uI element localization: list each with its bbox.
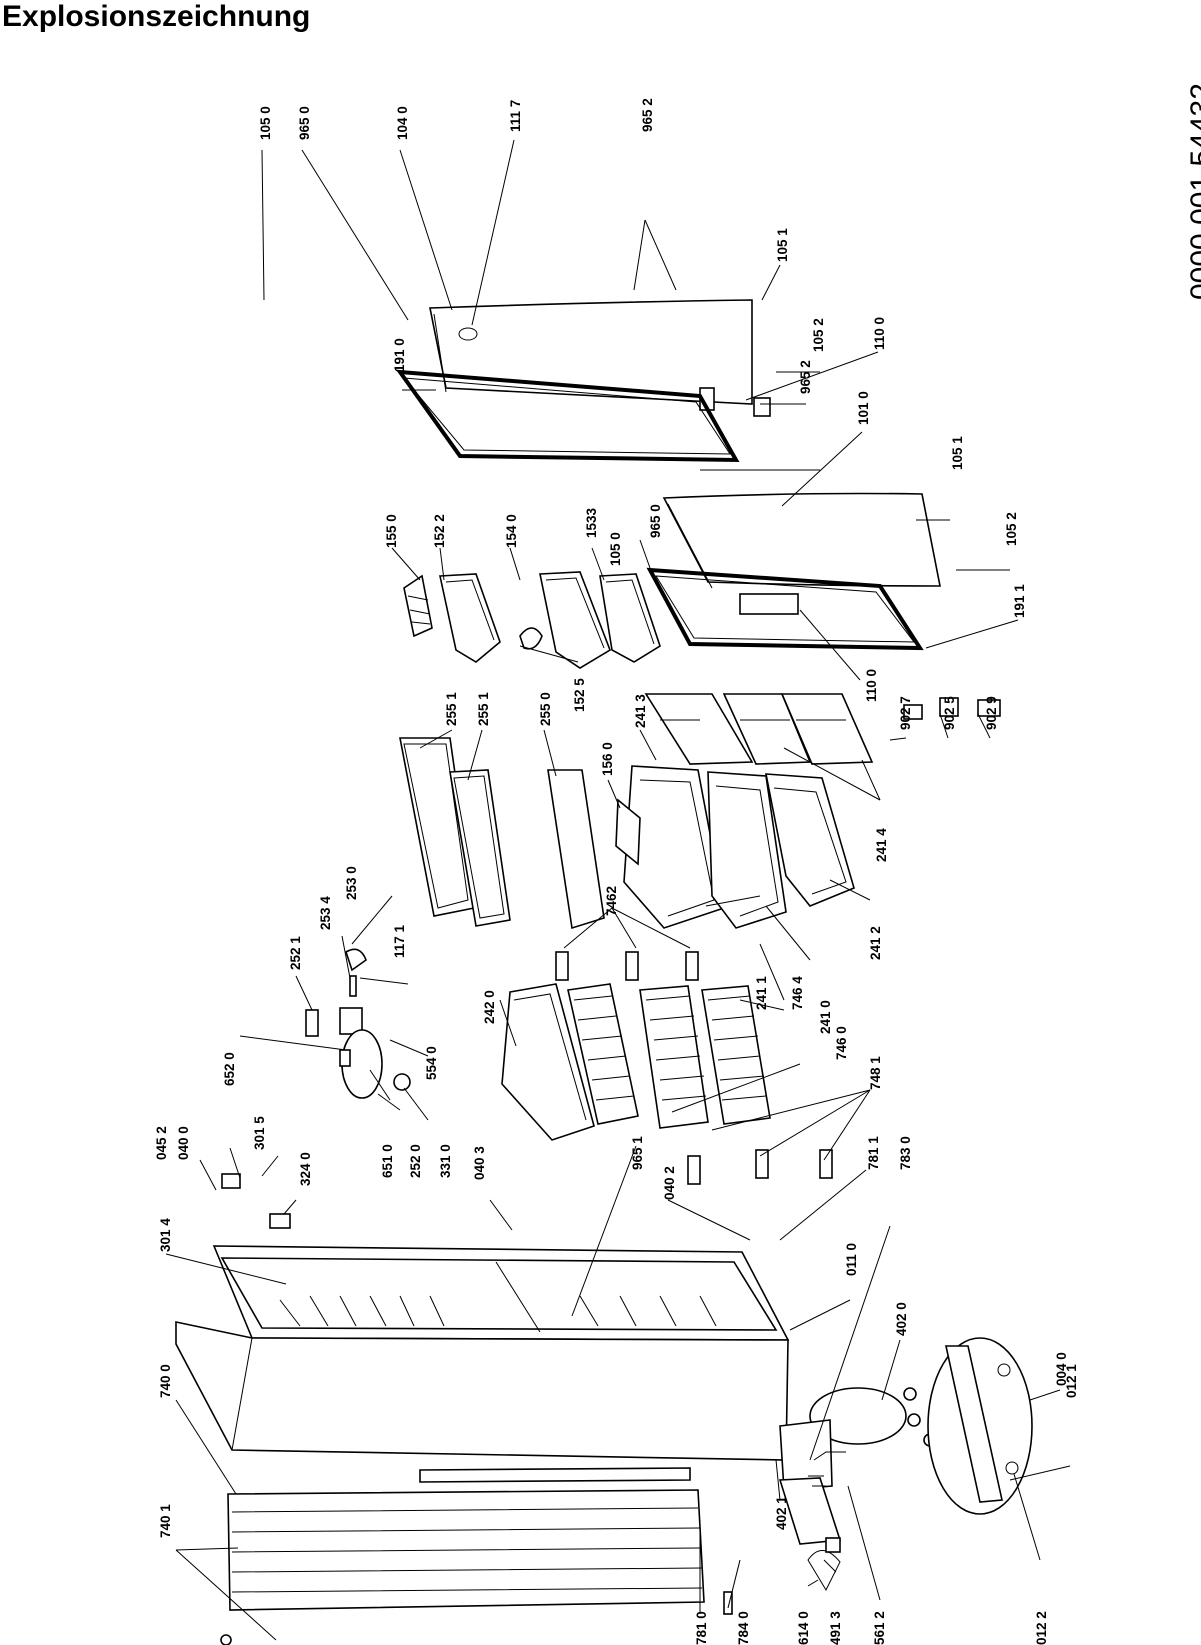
- part-label: 746 4: [790, 976, 805, 1010]
- door-bins: [403, 571, 661, 669]
- part-label: 241 4: [874, 828, 889, 862]
- part-label: 004 0: [1054, 1352, 1069, 1386]
- part-label: 012 1: [1064, 1364, 1079, 1398]
- part-label: 651 0: [380, 1144, 395, 1178]
- part-label: 902 9: [984, 696, 999, 730]
- part-label: 152 2: [432, 514, 447, 548]
- wire-baskets: [555, 951, 833, 1185]
- part-label: 110 0: [872, 317, 887, 350]
- part-label: 105 2: [811, 318, 826, 352]
- lower-door-gasket: [646, 567, 924, 651]
- part-label: 105 1: [775, 228, 790, 262]
- part-label: 652 0: [222, 1052, 237, 1086]
- part-label: 040 0: [176, 1126, 191, 1160]
- part-label: 255 0: [538, 692, 553, 726]
- upper-door: [429, 299, 771, 417]
- part-label: 902 7: [898, 696, 913, 730]
- upper-door-gasket: [395, 369, 740, 463]
- part-label: 902 5: [942, 696, 957, 730]
- part-label: 191 0: [392, 338, 407, 372]
- part-label: 155 0: [384, 514, 399, 548]
- leader-lines: [165, 139, 1071, 1641]
- part-label: 965 1: [630, 1136, 645, 1170]
- part-label: 740 0: [158, 1364, 173, 1398]
- part-label: 012 2: [1034, 1611, 1049, 1645]
- part-label: 152 5: [572, 678, 587, 712]
- drawer-covers: [644, 693, 874, 765]
- page-title: Explosionszeichnung: [2, 0, 311, 33]
- part-label: 191 1: [1012, 584, 1027, 618]
- part-label: 253 0: [344, 866, 359, 900]
- part-label: 554 0: [424, 1046, 439, 1080]
- part-label: 241 1: [754, 976, 769, 1010]
- part-label: 111 7: [508, 100, 523, 132]
- part-label: 965 0: [648, 504, 663, 538]
- part-label: 101 0: [856, 391, 871, 425]
- lower-door: [662, 492, 941, 615]
- small-parts: [220, 697, 1001, 1645]
- part-label: 252 0: [408, 1144, 423, 1178]
- part-label: 252 1: [288, 936, 303, 970]
- condenser: [227, 1467, 705, 1611]
- part-label: 241 2: [868, 926, 883, 960]
- part-label: 241 3: [633, 694, 648, 728]
- part-label: 241 0: [818, 1000, 833, 1034]
- part-label: 965 2: [798, 360, 813, 394]
- part-labels: 105 0 965 0 104 0 111 7 965 2 105 1 105 …: [154, 98, 1079, 1645]
- part-label: 301 4: [158, 1218, 173, 1252]
- part-label: 324 0: [298, 1152, 313, 1186]
- part-label: 331 0: [438, 1144, 453, 1178]
- control-assembly: [221, 948, 411, 1229]
- part-label: 104 0: [395, 106, 410, 140]
- part-label: 561 2: [872, 1611, 887, 1645]
- part-label: 011 0: [844, 1243, 859, 1276]
- part-label: 7462: [604, 886, 619, 916]
- part-label: 105 2: [1004, 512, 1019, 546]
- part-label: 491 3: [828, 1611, 843, 1645]
- compressor: [778, 1387, 937, 1545]
- part-label: 045 2: [154, 1126, 169, 1160]
- part-label: 748 1: [868, 1056, 883, 1090]
- part-label: 040 2: [662, 1166, 677, 1200]
- part-label: 105 1: [950, 436, 965, 470]
- part-label: 746 0: [834, 1026, 849, 1060]
- part-label: 965 2: [640, 98, 655, 132]
- part-label: 154 0: [504, 514, 519, 548]
- part-label: 783 0: [898, 1136, 913, 1170]
- part-label: 1533: [584, 507, 599, 538]
- glass-shelves: [399, 737, 605, 930]
- freezer-drawers: [615, 765, 855, 929]
- part-label: 614 0: [796, 1611, 811, 1645]
- part-label: 117 1: [392, 924, 407, 958]
- part-label: 402 0: [894, 1302, 909, 1336]
- part-label: 105 0: [608, 532, 623, 566]
- part-label: 040 3: [472, 1146, 487, 1180]
- bottom-drawer: [501, 983, 595, 1141]
- part-label: 740 1: [158, 1504, 173, 1538]
- part-label: 781 0: [694, 1611, 709, 1645]
- compressor-base: [927, 1337, 1033, 1515]
- part-label: 781 1: [866, 1136, 881, 1170]
- part-label: 156 0: [600, 742, 615, 776]
- part-label: 105 0: [258, 106, 273, 140]
- part-label: 784 0: [736, 1611, 751, 1645]
- cabinet: [175, 1245, 790, 1461]
- part-label: 253 4: [318, 896, 333, 930]
- part-label: 965 0: [297, 106, 312, 140]
- part-label: 255 1: [476, 692, 491, 726]
- part-label: 110 0: [864, 669, 879, 702]
- part-label: 242 0: [482, 990, 497, 1024]
- part-label: 255 1: [444, 692, 459, 726]
- part-label: 301 5: [252, 1116, 267, 1150]
- part-label: 402 1: [774, 1496, 789, 1530]
